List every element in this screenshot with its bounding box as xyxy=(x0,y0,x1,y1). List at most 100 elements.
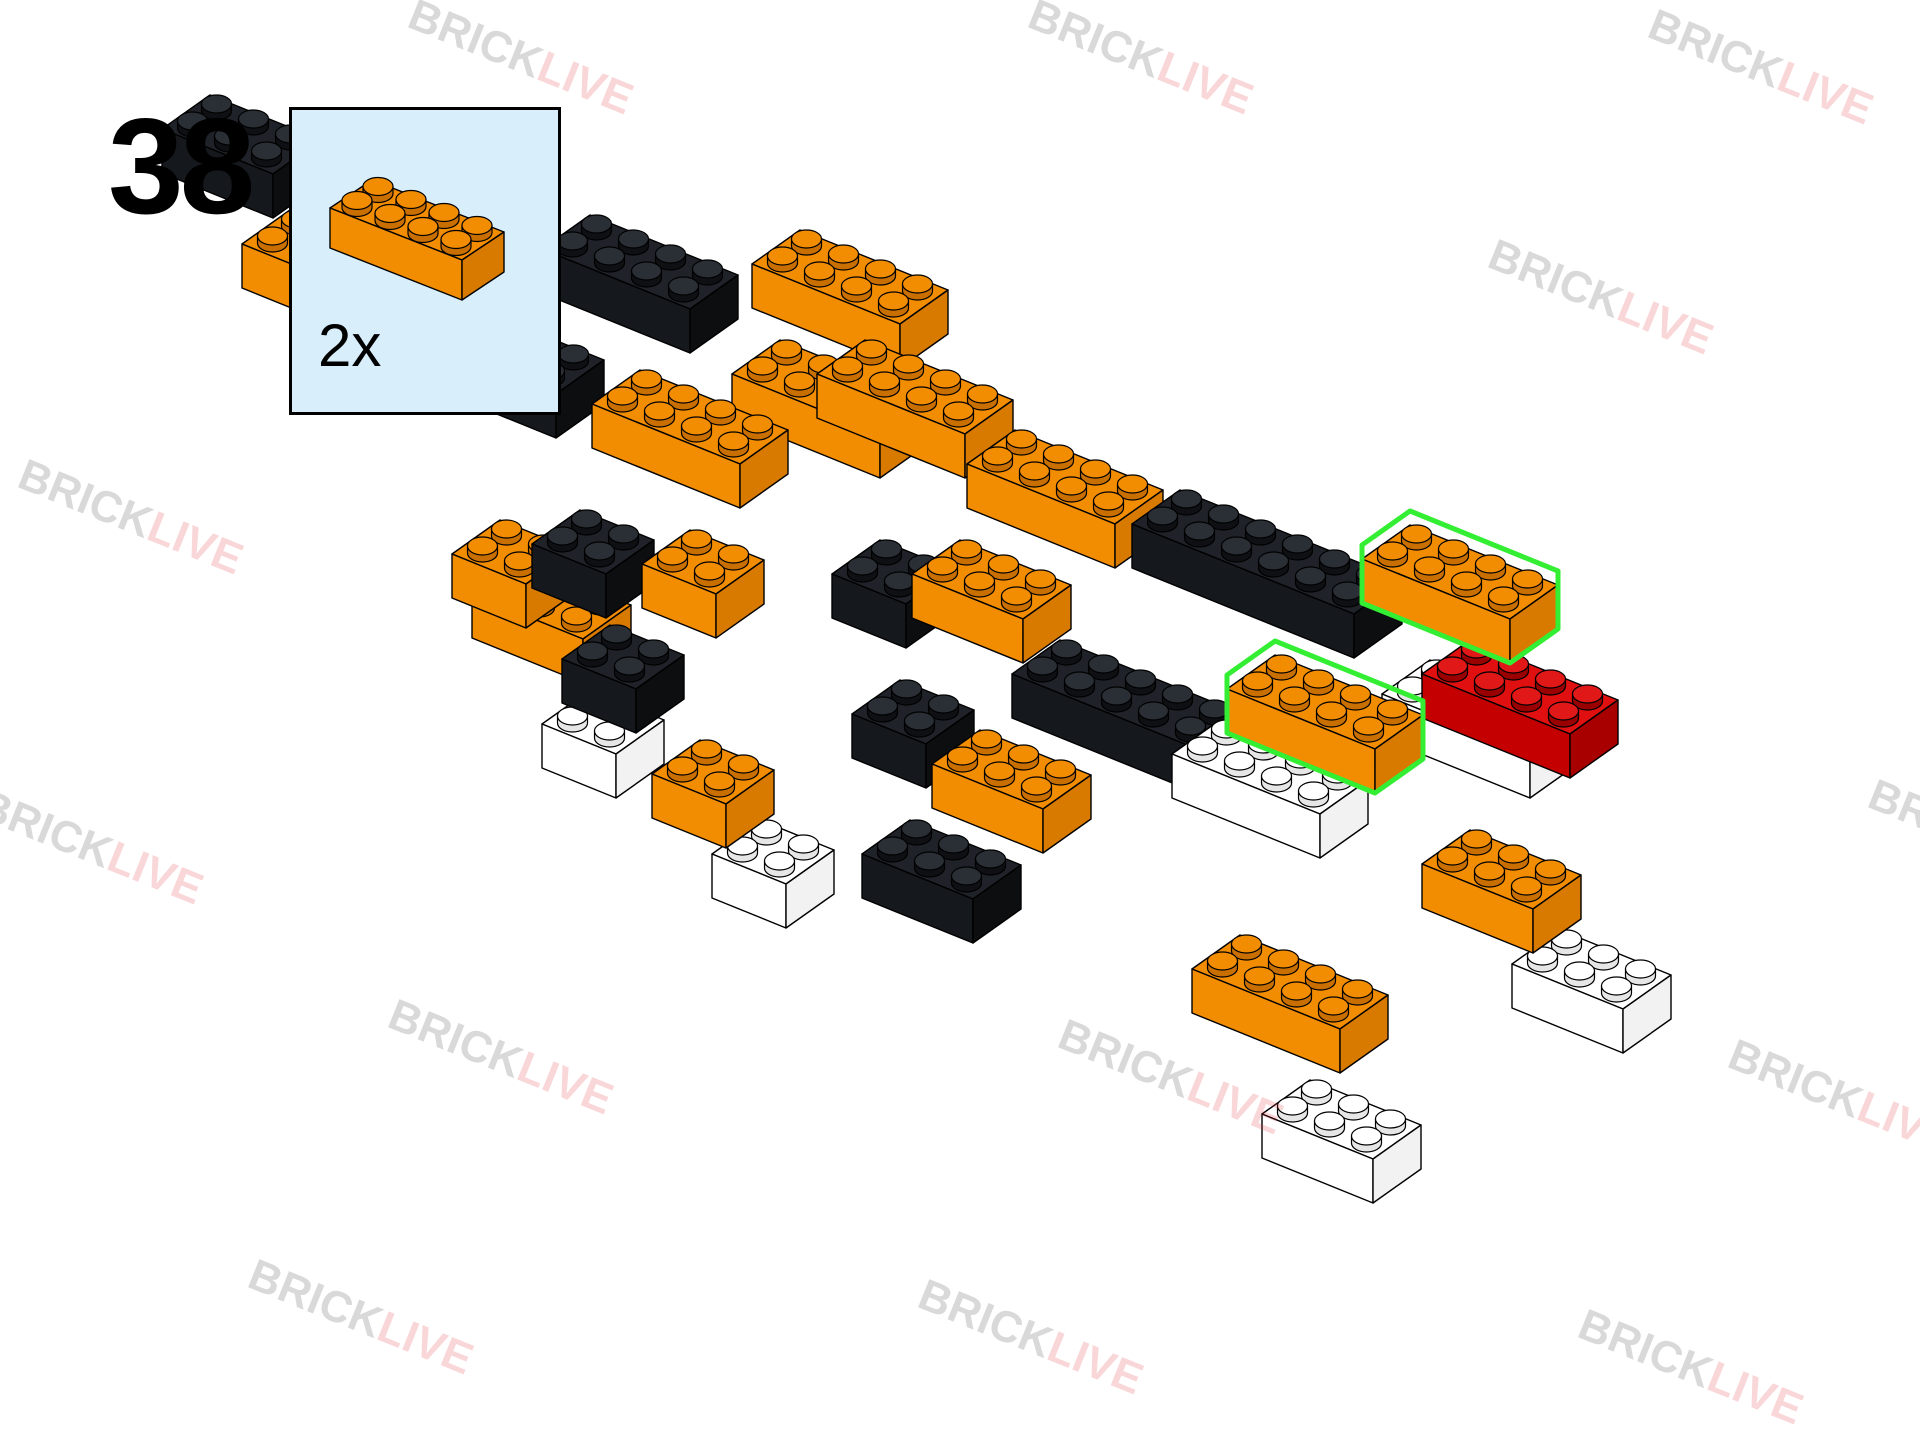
shoulder-black-long-2-stud xyxy=(1257,551,1290,578)
hind-leg-white-1-stud xyxy=(556,706,589,733)
mid-orange-2-stud xyxy=(1079,459,1112,486)
tail-brick-black-stud xyxy=(176,111,209,138)
mid-black-belly-side-face xyxy=(972,864,1022,944)
mid-orange-2 xyxy=(966,429,1164,569)
hind-left-orange-block-stud xyxy=(503,551,536,578)
back-orange-mid-2-stud xyxy=(680,529,713,556)
shoulder-black-long-2-stud xyxy=(1183,521,1216,548)
shoulder-black-long-2-stud xyxy=(1294,566,1327,593)
back-left-black-1-side-face xyxy=(689,274,739,354)
mid-orange-2-stud xyxy=(1055,476,1088,503)
back-orange-top-3-stud xyxy=(868,371,901,398)
mid-orange-belly-side-face xyxy=(1042,774,1092,854)
new-brick-orange-2 xyxy=(1224,638,1426,796)
shoulder-black-long-stud xyxy=(1137,701,1170,728)
shoulder-black-long-2-stud xyxy=(1220,536,1253,563)
mid-orange-2-stud xyxy=(981,446,1014,473)
front-leg-orange-1-stud xyxy=(1206,951,1239,978)
mid-orange-belly-stud xyxy=(1044,759,1077,786)
callout-brick-body-stud xyxy=(407,216,439,244)
front-leg-orange-1-stud xyxy=(1317,996,1350,1023)
hind-leg-orange-2 xyxy=(651,739,775,849)
hind-leg-white-2-stud xyxy=(787,834,820,861)
new-brick-orange-1-stud xyxy=(1376,541,1409,568)
callout-quantity: 2x xyxy=(318,312,382,379)
neck-white-1-stud xyxy=(1260,766,1293,793)
neck-orange-side-side-face xyxy=(1532,874,1582,954)
front-leg-white-1 xyxy=(1261,1079,1422,1204)
neck-orange-side-stud xyxy=(1436,846,1469,873)
head-red-brick-stud xyxy=(1510,686,1543,713)
mid-orange-2-stud xyxy=(1092,491,1125,518)
new-brick-orange-2-stud xyxy=(1278,686,1311,713)
back-orange-top-1-stud xyxy=(864,259,897,286)
back-orange-top-3-stud xyxy=(966,384,999,411)
mid-orange-belly-stud xyxy=(1007,744,1040,771)
hind-leg-white-1-side-face xyxy=(615,719,665,799)
back-orange-top-3-stud xyxy=(855,339,888,366)
new-brick-orange-1-stud xyxy=(1450,571,1483,598)
mid-black-belly-stud xyxy=(937,834,970,861)
hind-left-orange-block-stud xyxy=(466,536,499,563)
step-number: 38 xyxy=(108,90,255,242)
new-brick-orange-1 xyxy=(1359,508,1561,666)
front-leg-white-1-stud xyxy=(1300,1079,1333,1106)
back-left-black-2-stud xyxy=(557,344,590,371)
mid-black-belly-stud xyxy=(950,866,983,893)
mid-orange-1-stud xyxy=(1000,586,1033,613)
front-leg-orange-1-stud xyxy=(1243,966,1276,993)
back-left-black-1-stud xyxy=(556,231,589,258)
front-leg-white-1-stud xyxy=(1374,1109,1407,1136)
back-orange-top-3-stud xyxy=(929,369,962,396)
new-brick-orange-1-stud xyxy=(1413,556,1446,583)
new-brick-orange-1-highlight-outline xyxy=(1359,508,1561,666)
head-red-brick-stud xyxy=(1473,671,1506,698)
back-left-black-1-stud xyxy=(654,244,687,271)
tail-brick-black-stud xyxy=(213,126,246,153)
neck-white-1-side-face xyxy=(1319,779,1369,859)
hind-leg-orange-2-stud xyxy=(690,739,723,766)
back-orange-top-1-stud xyxy=(790,229,823,256)
new-brick-orange-2-stud xyxy=(1302,669,1335,696)
mid-orange-belly-stud xyxy=(1020,776,1053,803)
front-leg-white-1-stud xyxy=(1276,1096,1309,1123)
neck-orange-side-stud xyxy=(1510,876,1543,903)
tail-brick-orange-stud xyxy=(256,226,289,253)
hind-leg-orange-2-side-face xyxy=(725,769,775,849)
mid-orange-1-stud xyxy=(926,556,959,583)
back-orange-mid-2-stud xyxy=(693,561,726,588)
mid-orange-1-stud xyxy=(963,571,996,598)
hind-black-2-stud xyxy=(613,656,646,683)
mid-black-belly-stud xyxy=(913,851,946,878)
hind-black-1-stud xyxy=(607,524,640,551)
tail-brick-black-stud xyxy=(200,94,233,121)
front-leg-white-2-stud xyxy=(1563,961,1596,988)
back-orange-mid-1 xyxy=(591,369,789,509)
back-orange-mid-1-stud xyxy=(667,384,700,411)
back-orange-mid-1-side-face xyxy=(739,429,789,509)
mid-orange-1-stud xyxy=(987,554,1020,581)
neck-white-1-stud xyxy=(1297,781,1330,808)
neck-orange-side-stud xyxy=(1460,829,1493,856)
hind-leg-white-2-side-face xyxy=(785,849,835,929)
front-leg-white-1-stud xyxy=(1313,1111,1346,1138)
new-brick-orange-2-stud xyxy=(1376,699,1409,726)
shoulder-black-long-2 xyxy=(1131,489,1403,659)
tail-brick-black-stud xyxy=(250,141,283,168)
back-orange-top-2-stud xyxy=(783,371,816,398)
shoulder-black-long-stud xyxy=(1100,686,1133,713)
tiger-model-illustration xyxy=(161,94,1672,1204)
back-left-black-1-stud xyxy=(593,246,626,273)
callout-brick-orange-2x4 xyxy=(329,176,505,301)
back-orange-top-3-stud xyxy=(831,356,864,383)
hind-leg-white-2-stud xyxy=(763,851,796,878)
head-red-brick xyxy=(1421,639,1619,779)
back-left-black-1-stud xyxy=(630,261,663,288)
shoulder-black-long-stud xyxy=(1050,639,1083,666)
shoulder-black-long-stud xyxy=(1063,671,1096,698)
back-orange-top-3-stud xyxy=(942,401,975,428)
back-orange-top-1 xyxy=(751,229,949,369)
back-left-black-1-stud xyxy=(580,214,613,241)
front-leg-orange-1-stud xyxy=(1280,981,1313,1008)
front-leg-white-1-side-face xyxy=(1372,1124,1422,1204)
